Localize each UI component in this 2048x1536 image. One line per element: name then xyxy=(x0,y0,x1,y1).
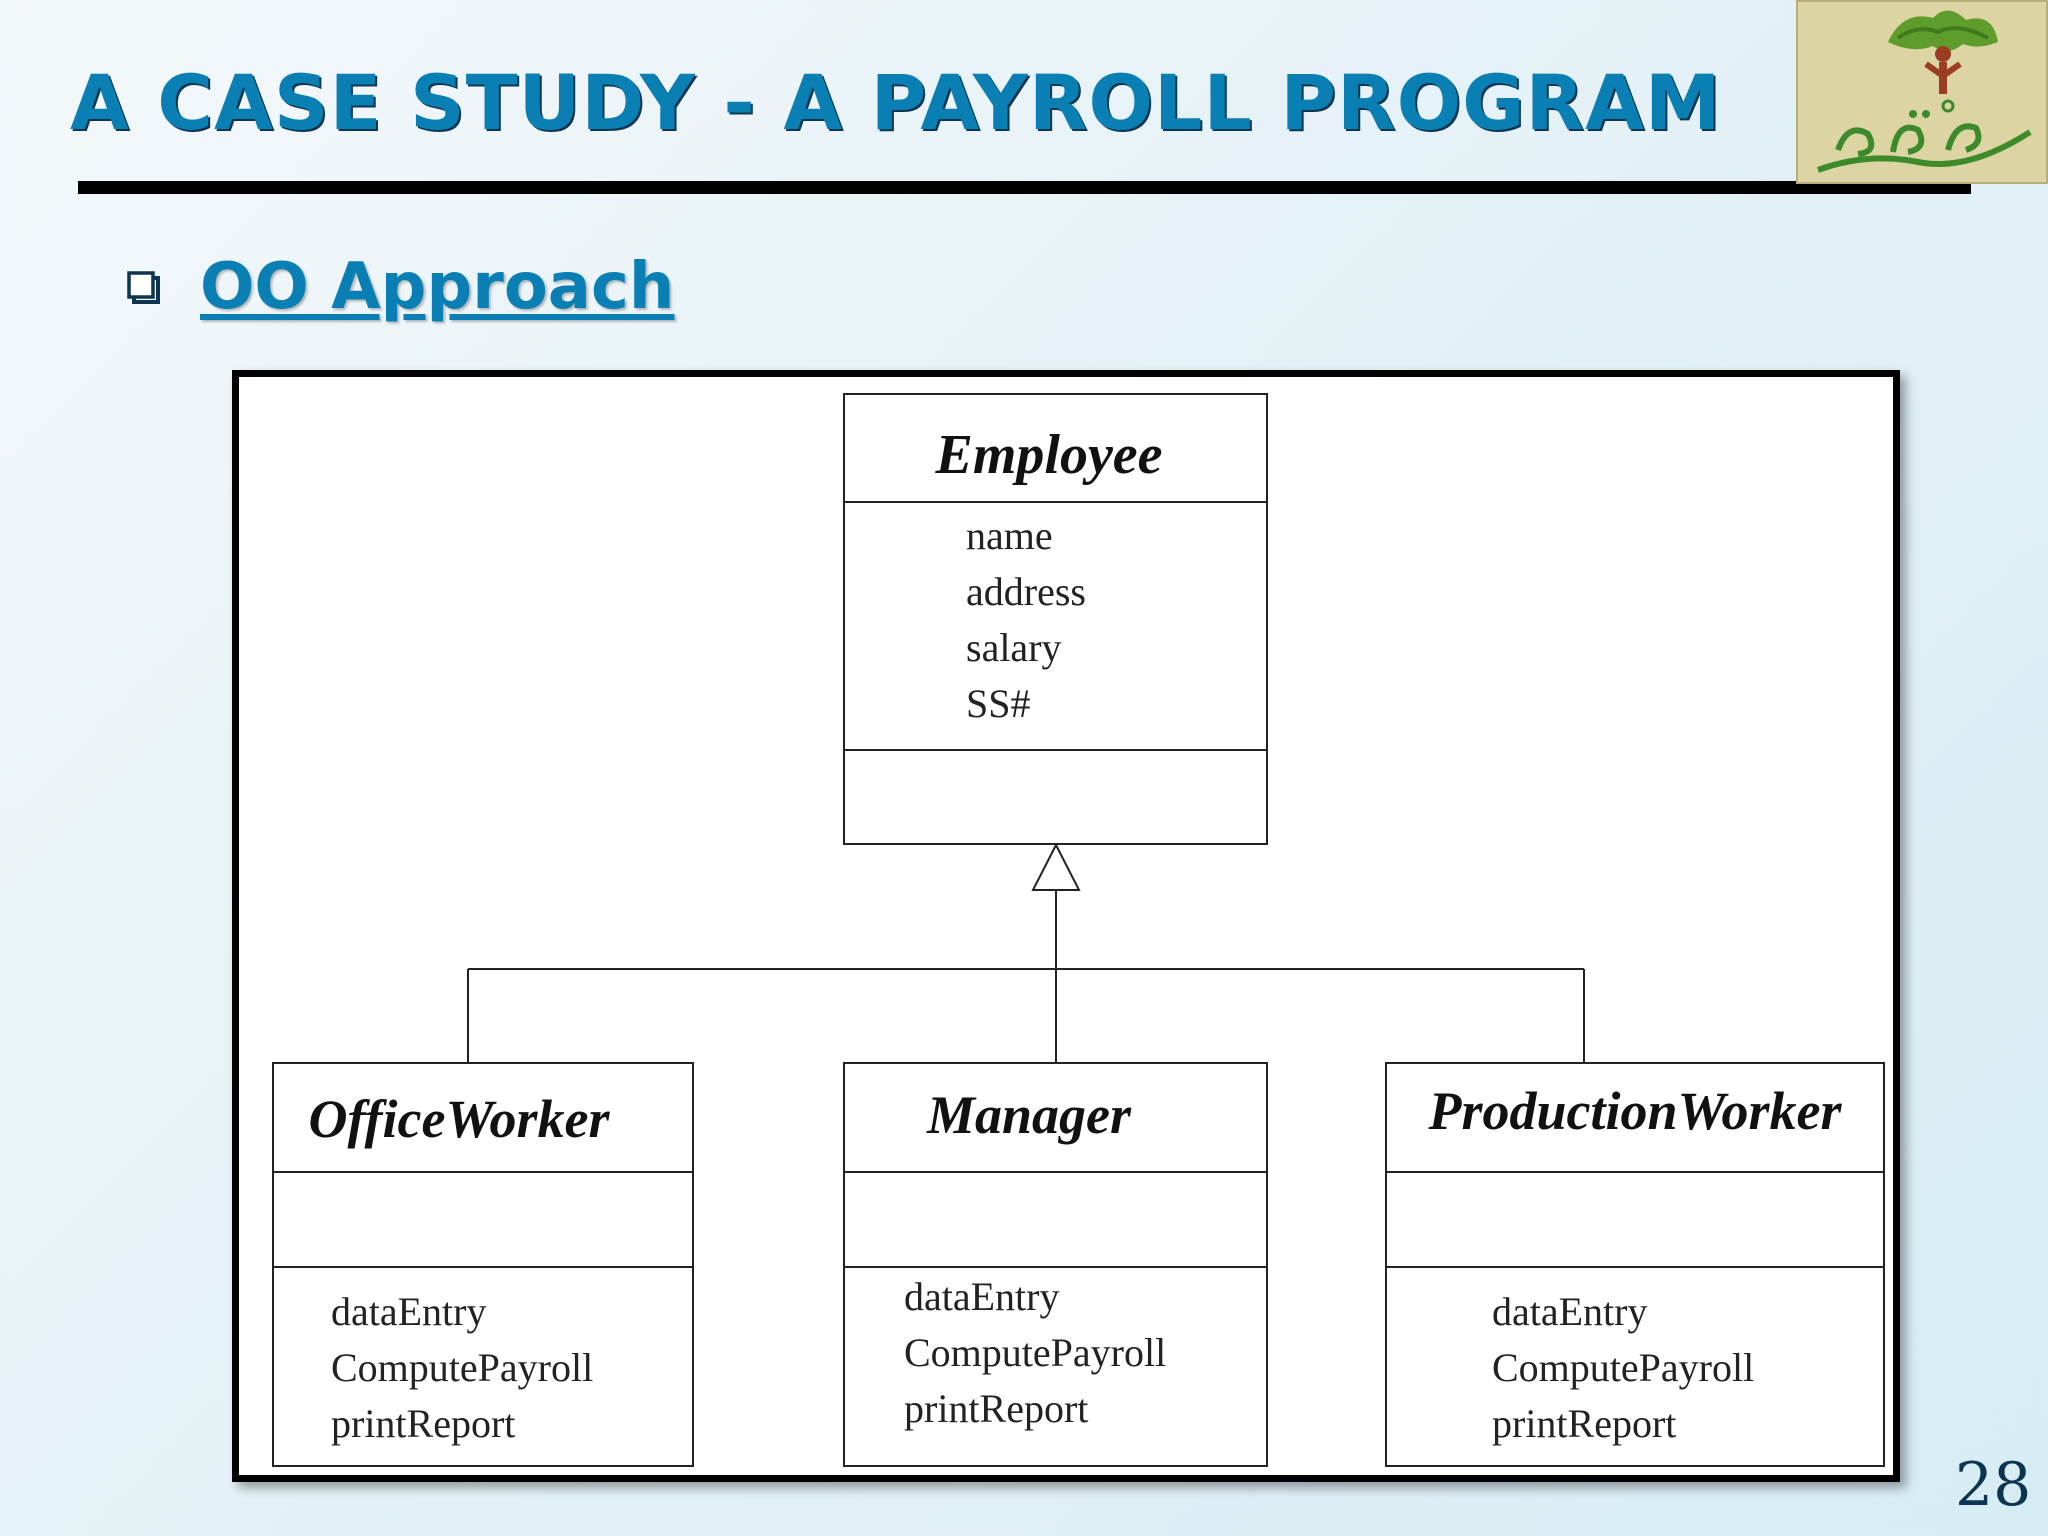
logo xyxy=(1796,0,2048,184)
inheritance-arrow-icon xyxy=(1031,842,1081,891)
operation: dataEntry xyxy=(1492,1289,1648,1334)
slide-title: A CASE STUDY - A PAYROLL PROGRAM xyxy=(70,58,1722,147)
title-divider xyxy=(78,181,1971,194)
operation: ComputePayroll xyxy=(904,1330,1166,1375)
class-office-worker: OfficeWorker dataEntry ComputePayroll pr… xyxy=(272,1062,694,1467)
tree-logo-icon xyxy=(1816,10,2032,173)
class-employee: Employee name address salary SS# xyxy=(843,393,1268,845)
class-name-manager: Manager xyxy=(926,1085,1132,1145)
operation: printReport xyxy=(904,1386,1088,1431)
class-production-worker: ProductionWorker dataEntry ComputePayrol… xyxy=(1385,1062,1885,1467)
uml-class-diagram: Employee name address salary SS# OfficeW… xyxy=(232,370,1900,1482)
class-name-production-worker: ProductionWorker xyxy=(1427,1081,1842,1141)
section-heading: OO Approach xyxy=(200,250,675,324)
operation: ComputePayroll xyxy=(331,1345,593,1390)
operation: printReport xyxy=(331,1401,515,1446)
class-name-employee: Employee xyxy=(934,424,1162,486)
class-manager: Manager dataEntry ComputePayroll printRe… xyxy=(843,1062,1268,1467)
operation: dataEntry xyxy=(331,1289,487,1334)
square-bullet-icon xyxy=(127,271,160,304)
attribute: address xyxy=(966,569,1086,614)
attribute: name xyxy=(966,513,1053,558)
class-name-office-worker: OfficeWorker xyxy=(309,1089,611,1149)
operation: ComputePayroll xyxy=(1492,1345,1754,1390)
attribute: SS# xyxy=(966,681,1031,726)
operation: dataEntry xyxy=(904,1274,1060,1319)
operation: printReport xyxy=(1492,1401,1676,1446)
attribute: salary xyxy=(966,625,1062,670)
page-number: 28 xyxy=(1955,1450,2032,1520)
generalization-connector xyxy=(467,842,1585,1063)
